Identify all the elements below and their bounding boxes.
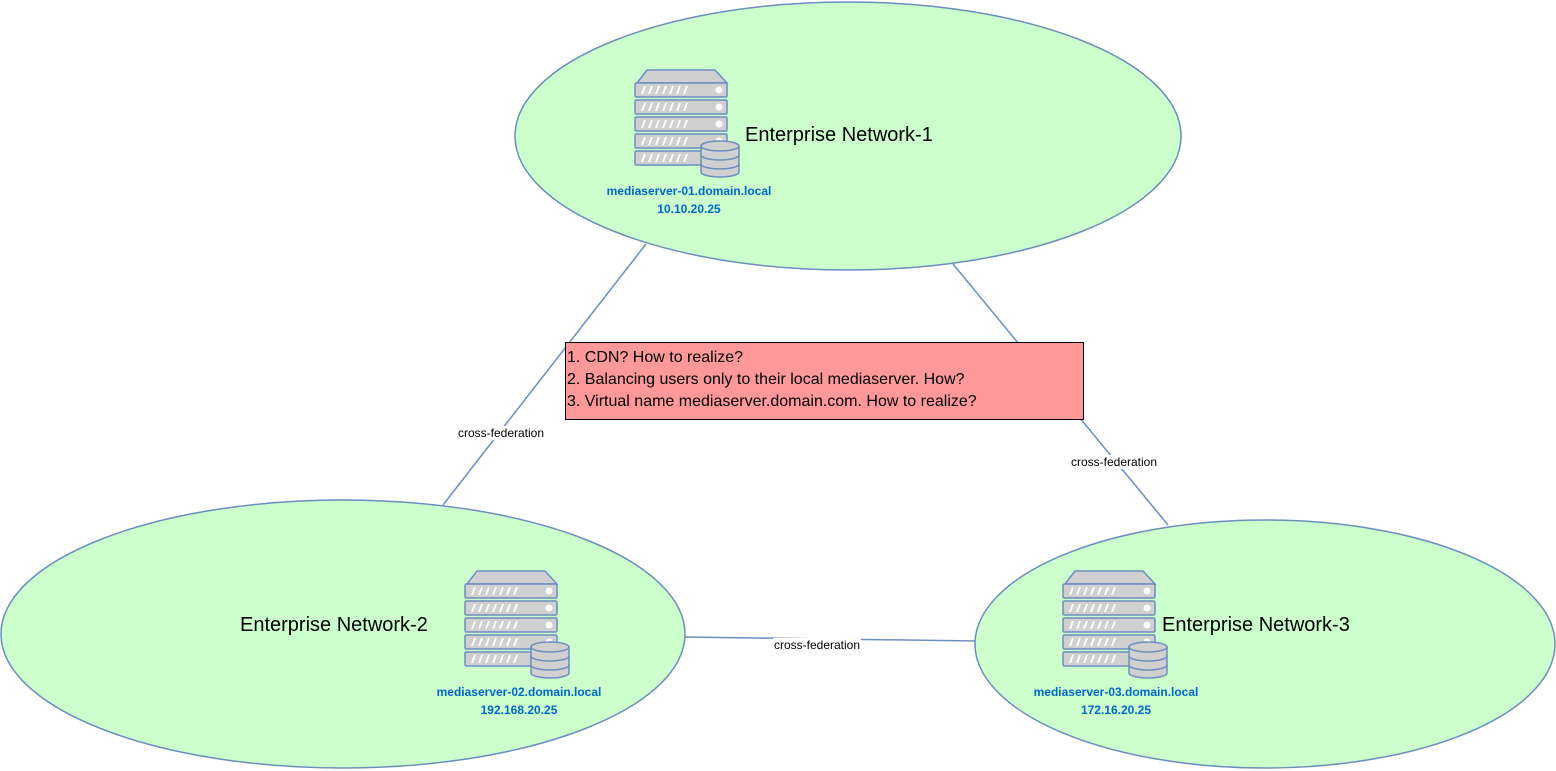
note-line: 3. Virtual name mediaserver.domain.com. … <box>567 393 977 410</box>
network-ellipse-1[interactable] <box>514 1 1182 271</box>
network-label: Enterprise Network-1 <box>745 124 933 146</box>
note-line: 1. CDN? How to realize? <box>567 349 744 366</box>
server-label: mediaserver-01.domain.local 10.10.20.25 <box>607 182 772 218</box>
server-label: mediaserver-03.domain.local 172.16.20.25 <box>1034 683 1199 719</box>
edge-label: cross-federation <box>772 638 862 652</box>
network-label: Enterprise Network-2 <box>240 614 428 636</box>
network-label: Enterprise Network-3 <box>1162 614 1350 636</box>
edge-label: cross-federation <box>456 426 546 440</box>
server-ip: 172.16.20.25 <box>1080 703 1152 717</box>
network-ellipse-2[interactable] <box>0 499 686 769</box>
server-database-icon[interactable] <box>1063 571 1167 678</box>
questions-note[interactable]: 1. CDN? How to realize? 2. Balancing use… <box>565 342 1084 420</box>
note-line: 2. Balancing users only to their local m… <box>567 371 965 388</box>
server-database-icon[interactable] <box>635 70 739 177</box>
server-hostname: mediaserver-02.domain.local <box>436 685 602 699</box>
server-hostname: mediaserver-03.domain.local <box>1033 685 1199 699</box>
edge-label: cross-federation <box>1069 455 1159 469</box>
server-ip: 192.168.20.25 <box>480 703 558 717</box>
server-database-icon[interactable] <box>465 571 569 678</box>
server-ip: 10.10.20.25 <box>657 202 721 216</box>
server-hostname: mediaserver-01.domain.local <box>606 184 772 198</box>
server-label: mediaserver-02.domain.local 192.168.20.2… <box>437 683 602 719</box>
edge-net1-net2[interactable] <box>442 243 647 506</box>
network-ellipse-3[interactable] <box>974 519 1556 769</box>
